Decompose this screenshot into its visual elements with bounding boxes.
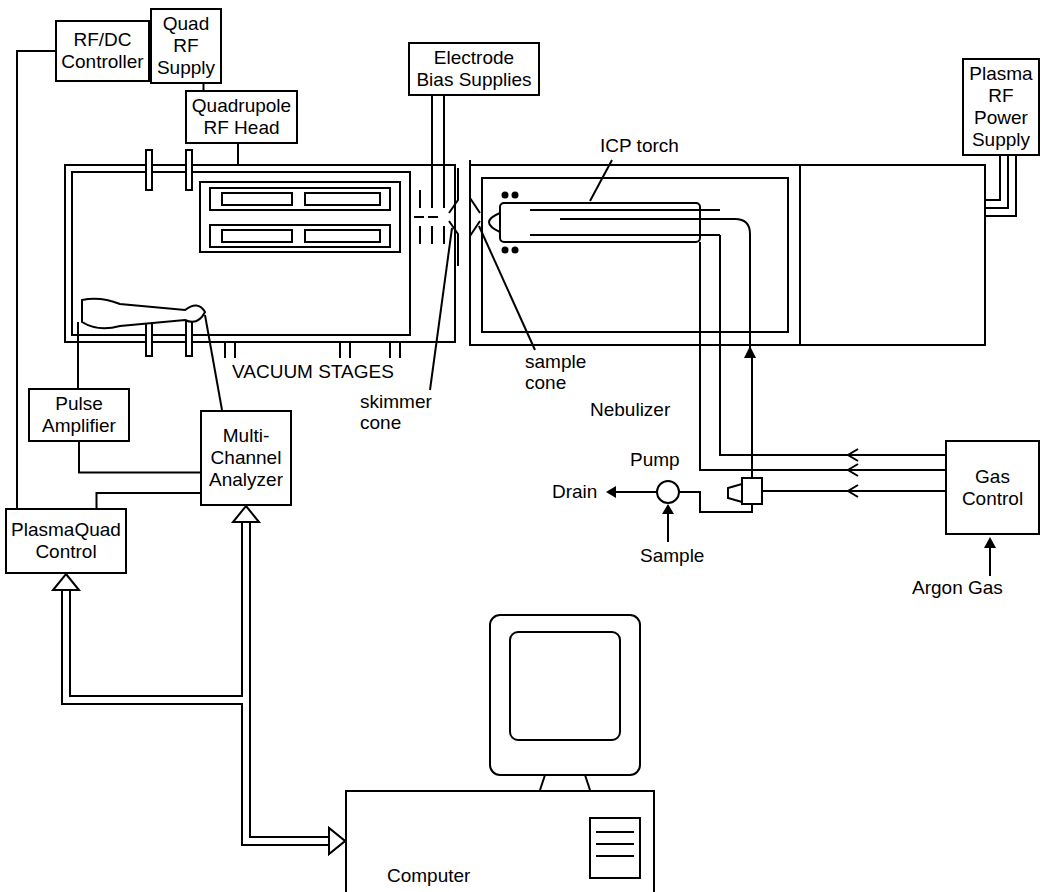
disk-drive [590,818,640,878]
control-box: Electrode Bias Supplies [408,42,540,96]
plasma [489,213,500,232]
box-label: Multi-Channel Analyzer [205,425,287,491]
data-bus [246,522,329,841]
control-box: Quad RF Supply [150,8,222,84]
leader-line [479,226,535,350]
gas-line [720,235,945,455]
vacuum-port [225,342,400,358]
torch-housing-inner [482,178,788,332]
arrowhead [329,828,345,854]
box-label: PlasmaQuad Control [10,519,122,563]
quadrupole-rod [222,193,292,205]
detector [82,299,205,329]
box-label: Quadrupole RF Head [190,95,293,139]
monitor [490,615,640,775]
skimmer-cone [449,168,458,266]
nebulizer [728,484,742,502]
rf-coil [502,192,509,199]
monitor-screen [510,632,620,740]
flow-chevron [848,449,858,497]
box-label: Pulse Amplifier [33,393,125,437]
nebulizer [742,478,762,504]
leader-line [590,160,612,201]
control-box: Gas Control [945,440,1040,535]
aerosol-line [751,358,753,478]
box-label: RF/DC Controller [60,29,145,73]
disk-slot [596,832,634,856]
torch-middle-tube [530,210,720,235]
argon-inlet [989,548,991,576]
part-label: sample cone [525,352,597,394]
quadrupole-rod [210,225,390,247]
box-label: Quad RF Supply [155,13,217,79]
box-label: Gas Control [950,466,1035,510]
torch-outer-tube [500,203,700,242]
computer-unit: Computer [345,790,655,892]
control-box: Pulse Amplifier [28,388,130,442]
arrowhead [233,506,259,522]
quadrupole-rod [305,230,380,242]
part-label: Argon Gas [912,578,1003,599]
control-box: Plasma RF Power Supply [962,58,1040,156]
quadrupole-rod [305,193,380,205]
part-label: ICP torch [600,136,679,157]
flange [186,318,192,356]
control-box: Quadrupole RF Head [185,90,298,144]
monitor-stand [540,775,590,790]
rf-coil [512,192,519,199]
drain-tube [616,491,657,493]
gas-line [762,490,945,492]
quadrupole-rod [222,230,292,242]
arrowhead [53,574,79,590]
flange [186,150,192,190]
sample-tube [667,514,669,542]
part-label: Nebulizer [590,400,670,421]
detector-lead [205,315,222,410]
data-bus-core [66,590,329,841]
pump [657,481,679,503]
box-label: Electrode Bias Supplies [413,47,535,91]
part-label: Pump [630,450,680,471]
data-bus-core [246,522,329,841]
arrowhead [744,346,756,358]
control-box: PlasmaQuad Control [5,508,127,574]
control-box: Multi-Channel Analyzer [200,410,292,506]
control-box: RF/DC Controller [55,20,150,82]
part-label: VACUUM STAGES [232,362,394,383]
bias-lead [432,96,444,185]
rf-coil [502,247,509,254]
arrowhead [984,537,996,548]
arrowhead [329,828,345,854]
sample-cone [470,160,480,274]
sample-tube [679,492,752,512]
leader-line [430,228,452,390]
rf-generator-housing [800,165,985,345]
detector-lead [77,322,79,388]
vacuum-chamber [65,165,455,342]
signal-line [97,493,201,508]
arrowhead [606,486,616,498]
data-bus [66,590,329,841]
box-label: Plasma RF Power Supply [967,63,1035,150]
signal-line [79,442,200,472]
quadrupole-rod [210,188,390,210]
part-label: skimmer cone [360,392,445,434]
ion-lens [414,185,444,244]
box-label: Computer [387,865,470,887]
flange [146,150,152,190]
part-label: Drain [552,482,597,503]
arrowhead [662,504,674,514]
quadrupole-housing [200,182,400,252]
part-label: Sample [640,546,704,567]
rf-coil [512,247,519,254]
torch-injector [560,219,750,358]
gas-line [700,242,945,470]
rf-power-cable [985,154,1016,216]
chamber-inner-wall [72,172,410,335]
